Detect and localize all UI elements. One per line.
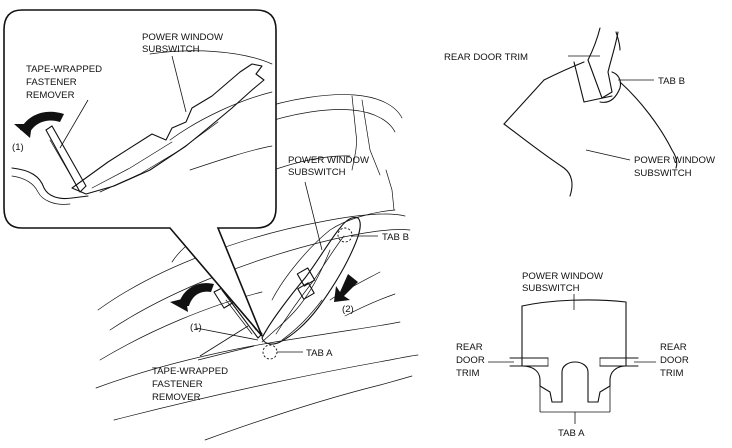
labels: POWER WINDOW SUBSWITCH TAPE-WRAPPED FAST…: [12, 32, 716, 439]
label-subswitch-callout-1: POWER WINDOW: [142, 32, 224, 43]
label-rear-trim-right-3: TRIM: [660, 368, 683, 379]
label-subswitch-bottom-2: SUBSWITCH: [522, 283, 580, 294]
label-remover-main-2: FASTENER: [152, 379, 203, 390]
label-remover-callout-2: FASTENER: [26, 77, 77, 88]
label-subswitch-detail-2: SUBSWITCH: [634, 168, 692, 179]
tab-b-marker: [337, 227, 353, 243]
rotate-arrow-main: [170, 283, 214, 312]
label-rear-door-trim-top: REAR DOOR TRIM: [444, 52, 528, 63]
label-remover-callout-1: TAPE-WRAPPED: [26, 64, 102, 75]
label-rear-trim-left-1: REAR: [456, 342, 483, 353]
label-subswitch-main-2: SUBSWITCH: [288, 167, 346, 178]
tab-a-detail: [488, 294, 656, 424]
label-rear-trim-left-3: TRIM: [456, 368, 479, 379]
label-tab-b-main: TAB B: [382, 232, 409, 243]
label-rear-trim-right-2: DOOR: [660, 355, 689, 366]
label-remover-callout-3: REMOVER: [26, 90, 75, 101]
label-tab-a-main: TAB A: [306, 348, 333, 359]
leader-lines: [59, 55, 378, 361]
callout-detail: [3, 9, 277, 337]
label-subswitch-bottom-1: POWER WINDOW: [522, 271, 604, 282]
subswitch-main-view: [261, 216, 361, 345]
label-remover-main-3: REMOVER: [152, 392, 201, 403]
label-step-2-main: (2): [342, 304, 354, 315]
label-rear-trim-left-2: DOOR: [456, 355, 485, 366]
label-rear-trim-right-1: REAR: [660, 342, 687, 353]
label-subswitch-detail-1: POWER WINDOW: [634, 155, 716, 166]
push-arrow-main: [334, 274, 358, 302]
label-remover-main-1: TAPE-WRAPPED: [152, 366, 228, 377]
tab-b-detail: [503, 27, 678, 197]
label-tab-a-detail: TAB A: [558, 428, 585, 439]
label-step-1-callout: (1): [12, 142, 24, 153]
label-step-1-main: (1): [190, 322, 202, 333]
tab-a-marker: [262, 344, 278, 360]
label-tab-b-detail: TAB B: [658, 76, 685, 87]
label-subswitch-main-1: POWER WINDOW: [288, 155, 370, 166]
label-subswitch-callout-2: SUBSWITCH: [142, 44, 200, 55]
